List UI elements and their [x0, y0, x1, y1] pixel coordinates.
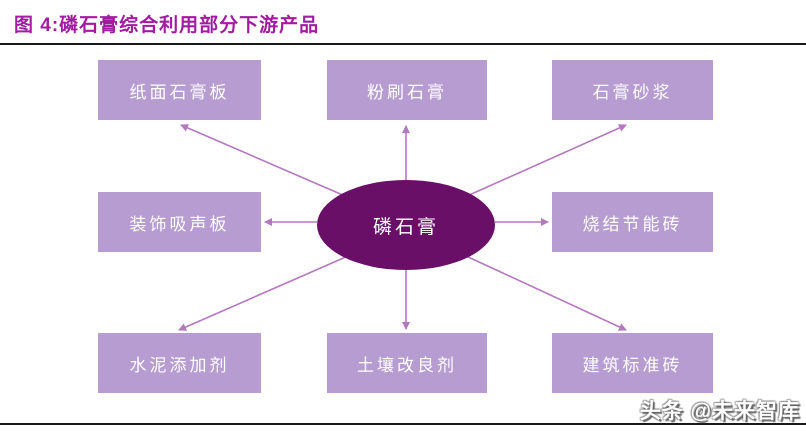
- node-bottom-right: 建筑标准砖: [552, 333, 713, 393]
- node-bottom-left: 水泥添加剂: [98, 333, 261, 393]
- center-node-phosphogypsum: 磷石膏: [317, 180, 495, 270]
- arrow-center-to-top-left: [180, 124, 346, 197]
- node-bottom-middle: 土壤改良剂: [327, 333, 487, 393]
- node-top-right: 石膏砂浆: [552, 60, 713, 120]
- node-top-middle: 粉刷石膏: [327, 60, 487, 120]
- arrow-center-to-bottom-left: [178, 255, 349, 331]
- node-middle-left: 装饰吸声板: [98, 192, 261, 252]
- node-top-left: 纸面石膏板: [98, 60, 261, 120]
- arrow-center-to-bottom-right: [465, 255, 627, 331]
- diagram-canvas: 纸面石膏板 粉刷石膏 石膏砂浆 装饰吸声板 烧结节能砖 水泥添加剂 土壤改良剂 …: [0, 45, 806, 423]
- header-divider: [0, 43, 806, 45]
- watermark: 头条 @未来智库: [639, 400, 800, 423]
- figure-title: 图 4:磷石膏综合利用部分下游产品: [14, 15, 320, 36]
- center-node-label: 磷石膏: [372, 216, 439, 238]
- node-middle-right: 烧结节能砖: [552, 192, 713, 252]
- arrow-center-to-top-right: [466, 124, 627, 197]
- footer-divider: [0, 423, 806, 425]
